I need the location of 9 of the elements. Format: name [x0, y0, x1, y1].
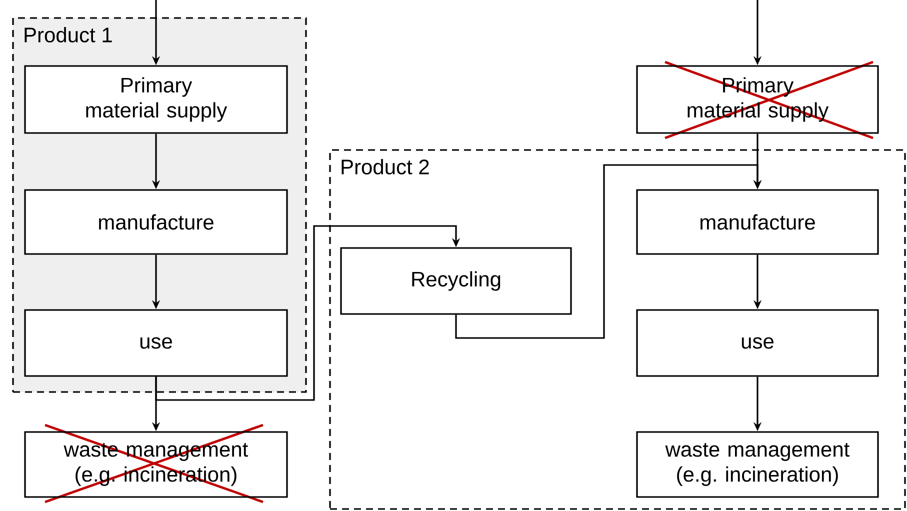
process-box: use	[636, 309, 879, 377]
process-box: Primary material supply	[24, 65, 288, 134]
process-box: Recycling	[340, 247, 572, 315]
process-box: manufacture	[636, 189, 879, 255]
process-box: manufacture	[24, 189, 288, 255]
process-box: waste management (e.g. incineration)	[636, 431, 879, 498]
arrow	[455, 164, 762, 339]
arrow	[155, 225, 460, 401]
process-box: use	[24, 309, 288, 377]
